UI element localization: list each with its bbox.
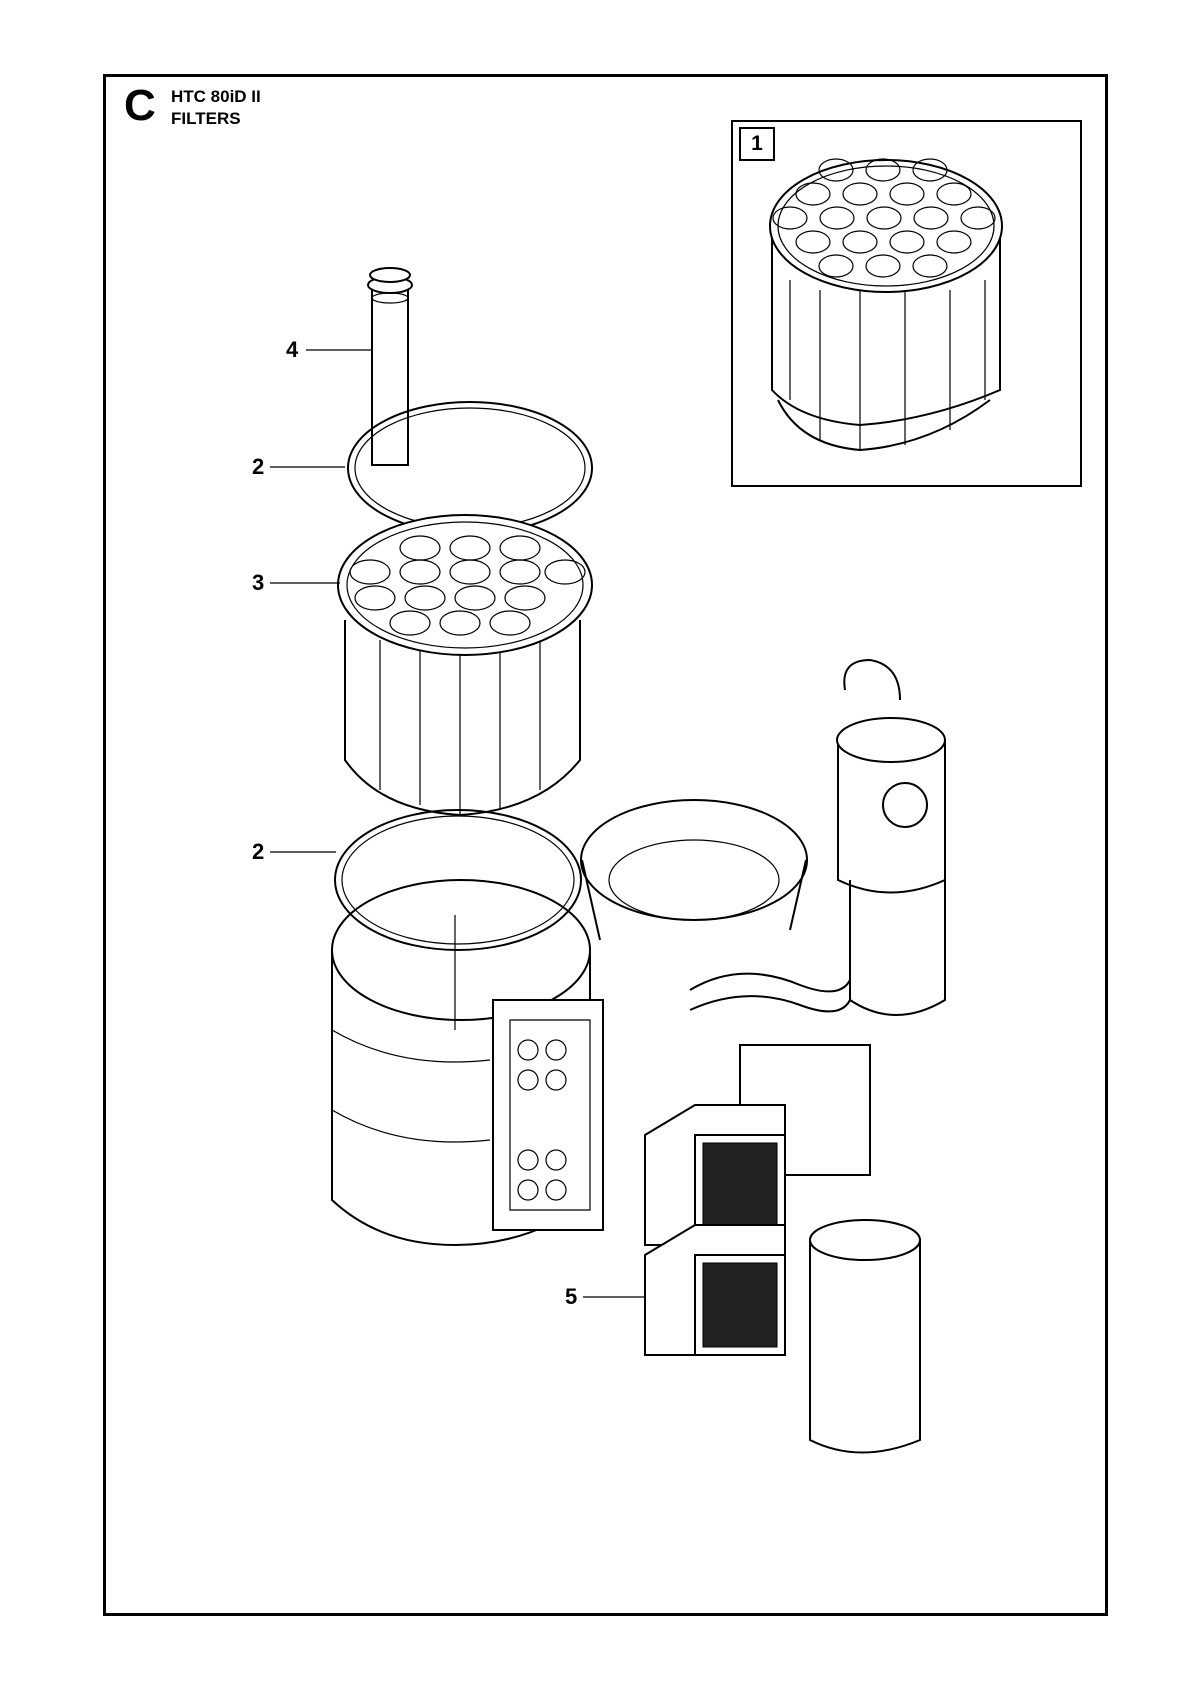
filter-cartridge-part: [337, 514, 593, 817]
hepa-filter-part: [644, 1104, 786, 1356]
callout-3: 3: [252, 570, 265, 595]
page-frame: [103, 74, 1108, 1616]
callout-5: 5: [565, 1284, 578, 1309]
inset-label: 1: [739, 127, 775, 161]
inset-box: [731, 120, 1082, 487]
callout-2-upper: 2: [252, 454, 265, 479]
model-title: HTC 80iD II: [171, 87, 261, 106]
callout-2-lower: 2: [252, 839, 265, 864]
machine-body: [331, 658, 946, 1454]
gasket-lower-part: [334, 809, 582, 951]
section-letter: C: [124, 81, 156, 130]
page-title: FILTERS: [171, 109, 241, 128]
pipe-part: [367, 267, 413, 466]
inset-filter-cartridge: [769, 158, 1003, 452]
callout-4: 4: [286, 337, 299, 362]
